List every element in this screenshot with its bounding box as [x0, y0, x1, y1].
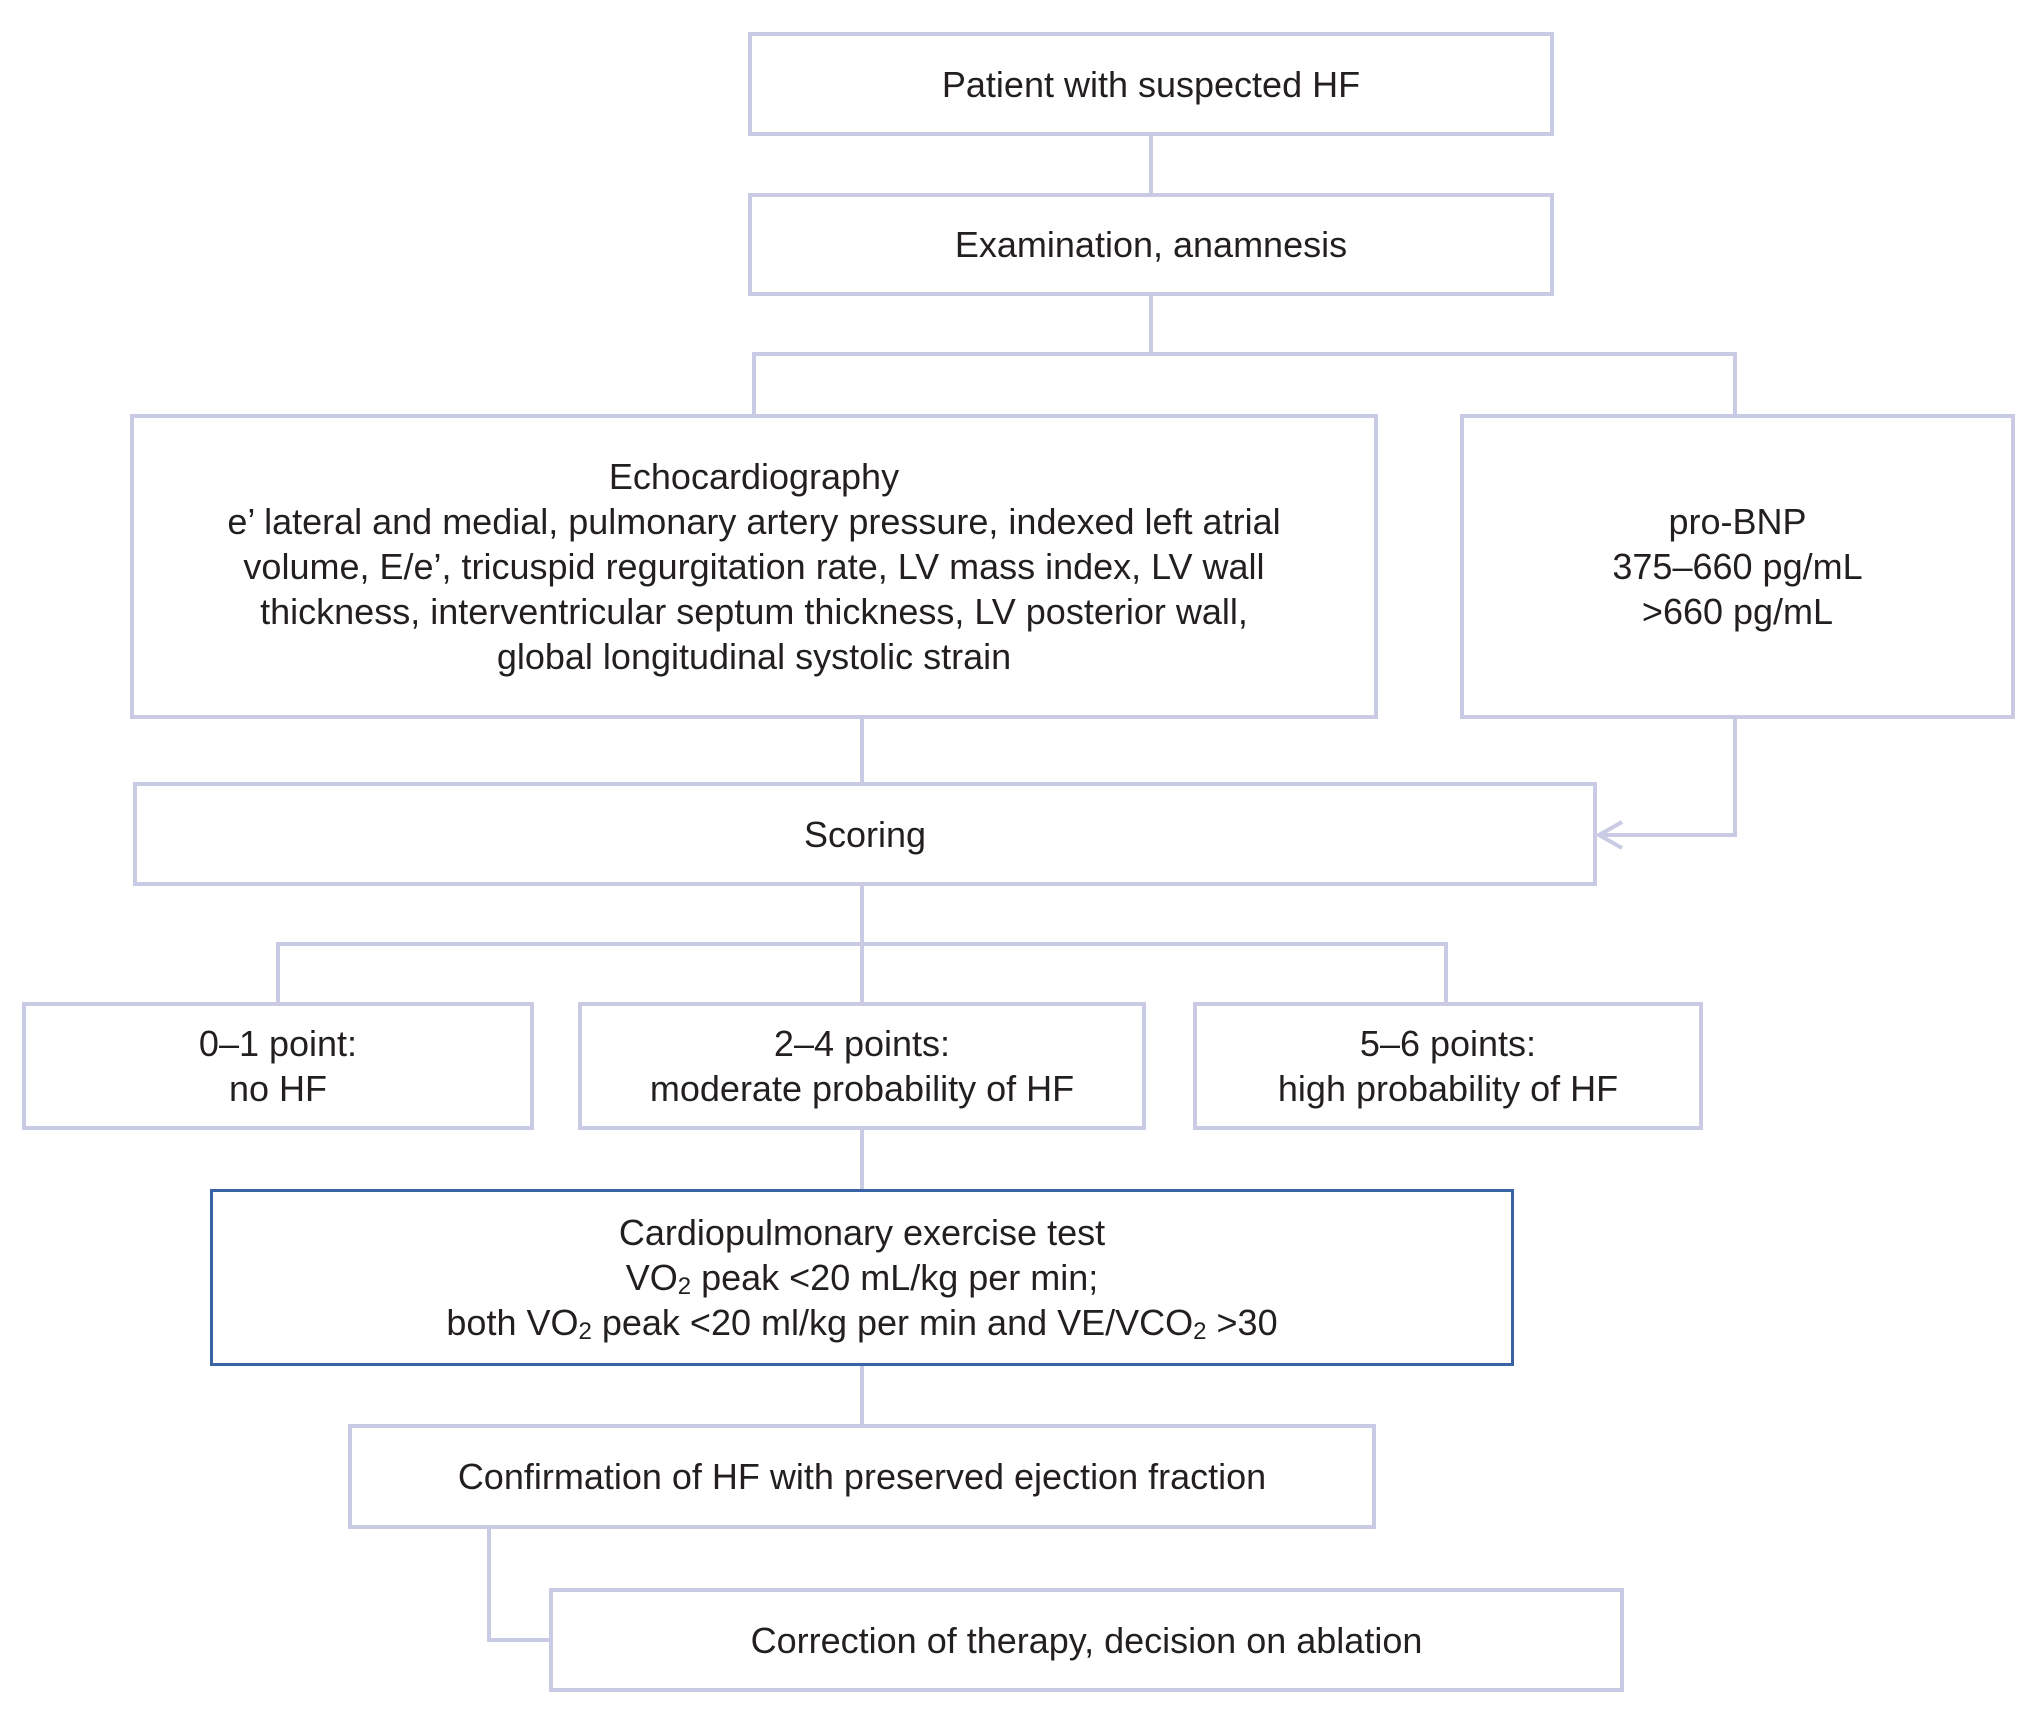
connector-examination-to-probnp — [1151, 352, 1737, 414]
cardiopulmonary-exercise-test-box: Cardiopulmonary exercise test VO2 peak <… — [210, 1189, 1514, 1366]
echocardiography-title: Echocardiography — [608, 456, 900, 497]
echocardiography-parameters-line: thickness, interventricular septum thick… — [260, 591, 1248, 632]
confirmation-box: Confirmation of HF with preserved ejecti… — [348, 1424, 1376, 1529]
outcome-no-hf-box: 0–1 point: no HF — [22, 1002, 534, 1130]
examination-label: Examination, anamnesis — [954, 224, 1348, 265]
outcome-result: high probability of HF — [1277, 1068, 1619, 1109]
outcome-result: moderate probability of HF — [649, 1068, 1075, 1109]
outcome-moderate-box: 2–4 points: moderate probability of HF — [578, 1002, 1146, 1130]
connector-confirmation-to-correction — [487, 1529, 551, 1642]
start-box: Patient with suspected HF — [748, 32, 1554, 136]
scoring-label: Scoring — [803, 813, 927, 855]
echocardiography-parameters-line: global longitudinal systolic strain — [496, 636, 1012, 677]
start-label: Patient with suspected HF — [941, 63, 1361, 105]
probnp-title: pro-BNP — [1668, 501, 1807, 542]
outcome-result: no HF — [228, 1068, 328, 1109]
echocardiography-parameters-line: volume, E/e’, tricuspid regurgitation ra… — [243, 546, 1265, 587]
connector-probnp-to-scoring — [1599, 719, 1737, 837]
outcome-high-box: 5–6 points: high probability of HF — [1193, 1002, 1703, 1130]
cpet-criterion-combined: both VO2 peak <20 ml/kg per min and VE/V… — [446, 1302, 1278, 1345]
probnp-box: pro-BNP 375–660 pg/mL >660 pg/mL — [1460, 414, 2015, 719]
scoring-box: Scoring — [133, 782, 1597, 886]
connector-scoring-branch-bar — [276, 942, 1448, 1002]
scoring-arrowhead — [1594, 820, 1623, 850]
echocardiography-parameters-line: e’ lateral and medial, pulmonary artery … — [227, 501, 1281, 542]
examination-box: Examination, anamnesis — [748, 193, 1554, 296]
correction-box: Correction of therapy, decision on ablat… — [549, 1588, 1624, 1692]
outcome-points: 0–1 point: — [198, 1023, 358, 1064]
echocardiography-box: Echocardiography e’ lateral and medial, … — [130, 414, 1378, 719]
connector-examination-split — [752, 296, 1153, 414]
cpet-criterion-vo2: VO2 peak <20 mL/kg per min; — [625, 1257, 1099, 1300]
outcome-points: 5–6 points: — [1359, 1023, 1537, 1064]
probnp-range: 375–660 pg/mL — [1612, 546, 1863, 587]
cpet-title: Cardiopulmonary exercise test — [618, 1212, 1106, 1253]
outcome-points: 2–4 points: — [773, 1023, 951, 1064]
probnp-threshold: >660 pg/mL — [1641, 591, 1834, 632]
correction-label: Correction of therapy, decision on ablat… — [750, 1619, 1423, 1661]
confirmation-label: Confirmation of HF with preserved ejecti… — [457, 1456, 1267, 1497]
